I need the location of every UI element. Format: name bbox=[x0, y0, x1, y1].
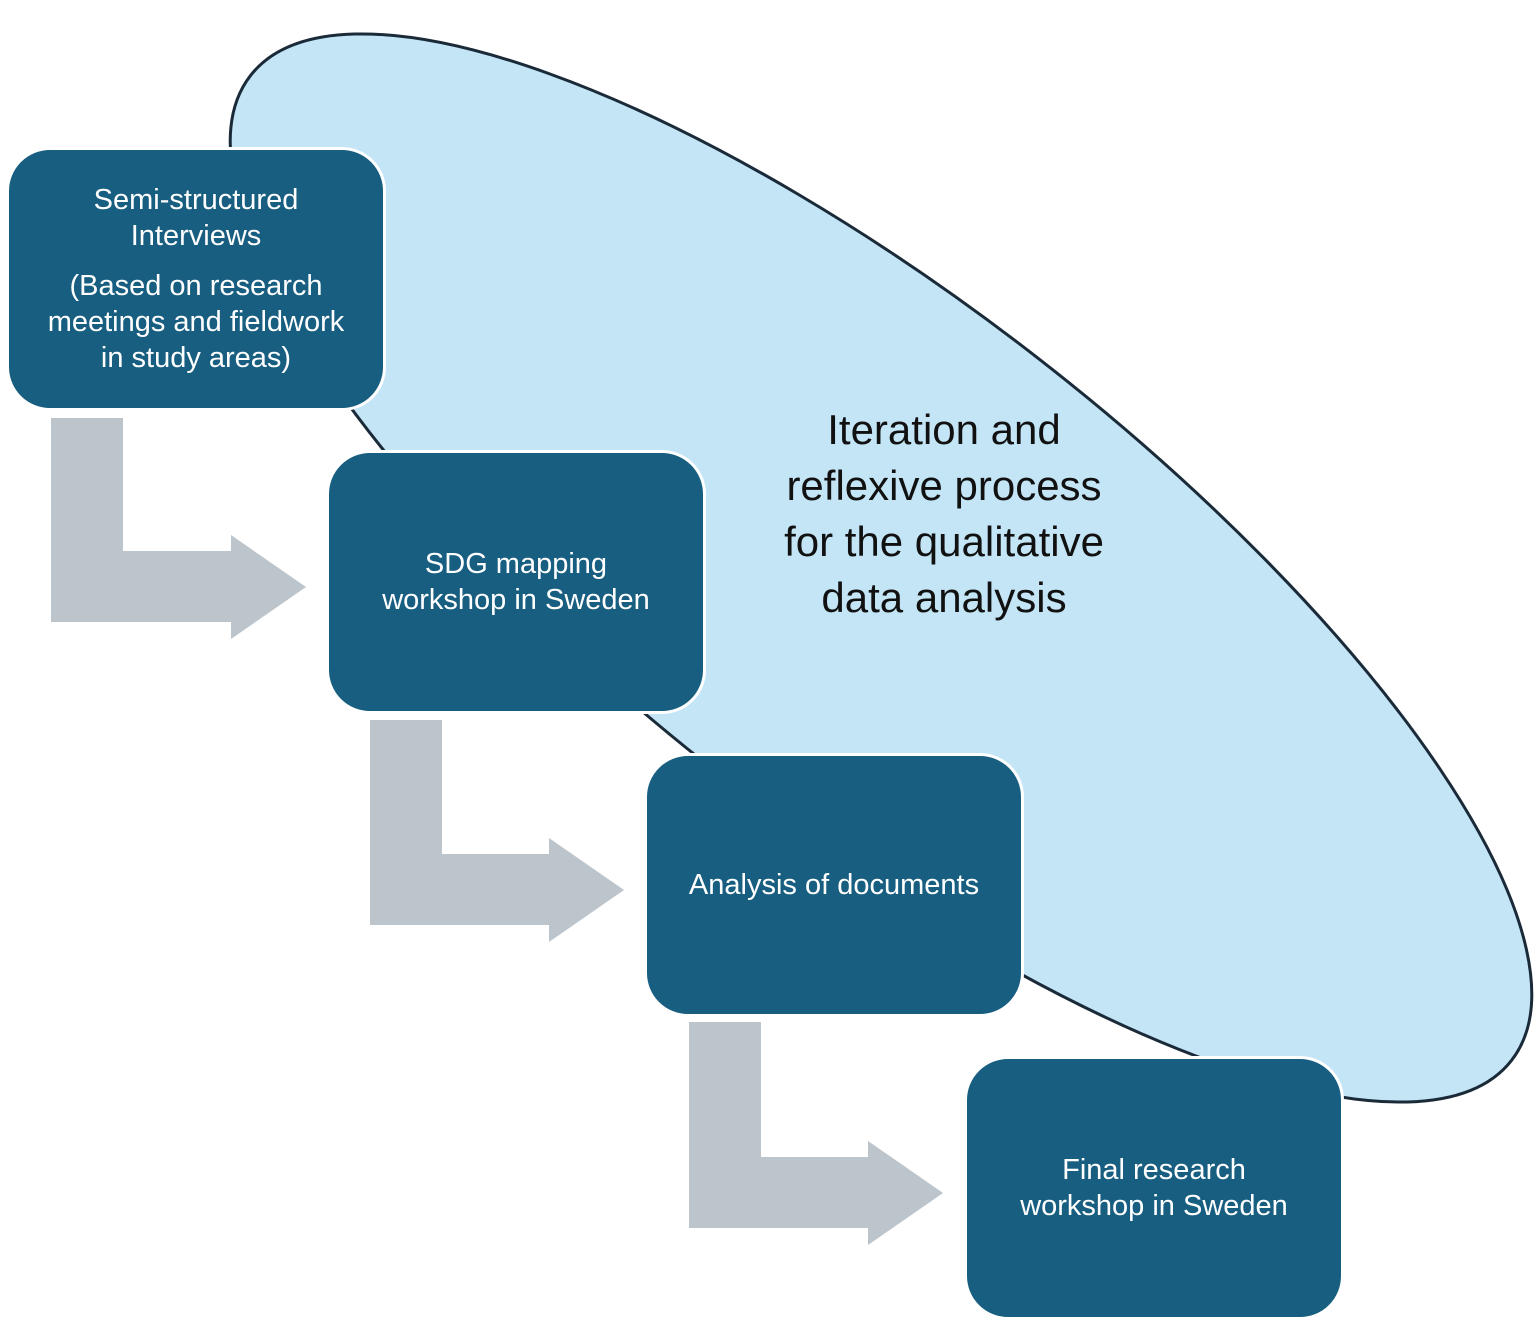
step-subtitle-line: (Based on research bbox=[69, 270, 323, 302]
step-title: Semi-structured Interviews bbox=[94, 182, 299, 254]
step-title-line: workshop in Sweden bbox=[382, 584, 650, 616]
step-title-line: Interviews bbox=[130, 220, 262, 252]
step-title-line: workshop in Sweden bbox=[1020, 1190, 1288, 1222]
step-title-line: Final research bbox=[1062, 1154, 1246, 1186]
step-subtitle: (Based on research meetings and fieldwor… bbox=[48, 268, 345, 376]
step-box-semi-structured-interviews: Semi-structured Interviews (Based on res… bbox=[6, 147, 386, 411]
iteration-process-label: Iteration and reflexive process for the … bbox=[744, 402, 1144, 626]
iteration-label-line: data analysis bbox=[821, 574, 1067, 621]
step-box-sdg-mapping-workshop: SDG mapping workshop in Sweden bbox=[326, 450, 706, 714]
step-title-line: Semi-structured bbox=[93, 184, 299, 216]
iteration-label-line: reflexive process bbox=[786, 462, 1102, 509]
step-arrow-1 bbox=[51, 418, 306, 639]
step-subtitle-line: in study areas) bbox=[100, 342, 292, 374]
step-title: SDG mapping workshop in Sweden bbox=[382, 546, 650, 618]
step-arrow-2 bbox=[370, 720, 624, 942]
iteration-label-line: for the qualitative bbox=[784, 518, 1104, 565]
step-title-line: Analysis of documents bbox=[688, 869, 980, 901]
step-arrow-3 bbox=[689, 1022, 943, 1245]
step-subtitle-line: meetings and fieldwork bbox=[47, 306, 345, 338]
step-box-analysis-of-documents: Analysis of documents bbox=[644, 753, 1024, 1017]
step-box-final-research-workshop: Final research workshop in Sweden bbox=[964, 1056, 1344, 1320]
step-title: Final research workshop in Sweden bbox=[1020, 1152, 1288, 1224]
iteration-label-line: Iteration and bbox=[827, 406, 1061, 453]
step-title-line: SDG mapping bbox=[424, 548, 608, 580]
step-title: Analysis of documents bbox=[689, 867, 979, 903]
